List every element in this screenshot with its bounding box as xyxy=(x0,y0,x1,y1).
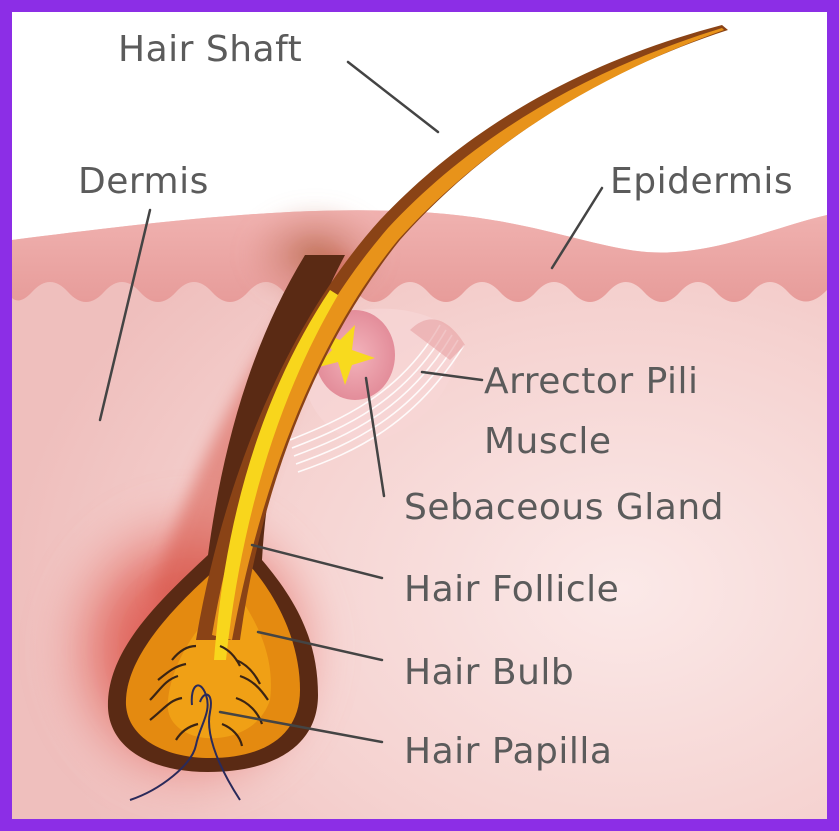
arrector-pili-label-line1: Arrector Pili xyxy=(484,364,699,400)
hair-shaft-label: Hair Shaft xyxy=(118,32,302,68)
hair-follicle-label: Hair Follicle xyxy=(404,572,619,608)
hair-papilla-label: Hair Papilla xyxy=(404,734,612,770)
sebaceous-gland-label: Sebaceous Gland xyxy=(404,490,724,526)
hair-bulb-label: Hair Bulb xyxy=(404,655,574,691)
diagram-canvas: Hair Shaft Dermis Epidermis Arrector Pil… xyxy=(12,12,827,819)
hair-anatomy-illustration xyxy=(12,12,827,819)
arrector-pili-label-line2: Muscle xyxy=(484,424,612,460)
epidermis-label: Epidermis xyxy=(610,164,793,200)
dermis-label: Dermis xyxy=(78,164,209,200)
hair-shaft-leader xyxy=(348,62,438,132)
